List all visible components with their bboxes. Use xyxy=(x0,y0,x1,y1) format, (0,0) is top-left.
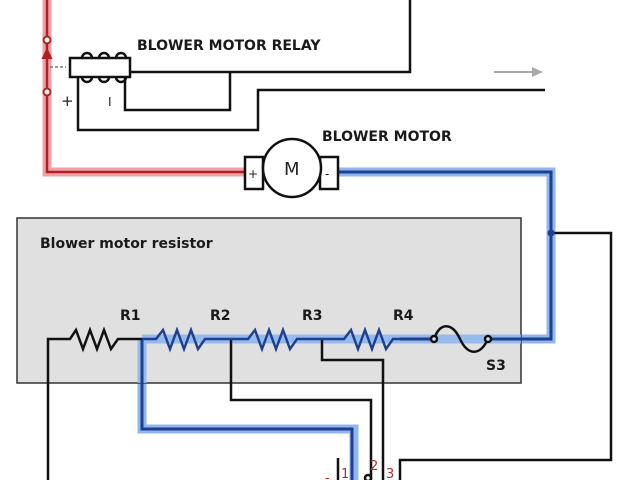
motor-minus: - xyxy=(325,167,329,181)
motor-symbol: M xyxy=(284,159,300,180)
thermal-fuse-s3 xyxy=(429,325,493,353)
blower-motor xyxy=(243,137,340,199)
switch-pin-2: 2 xyxy=(370,459,378,474)
motor-plus: + xyxy=(248,167,258,181)
switch-pin-3: 3 xyxy=(386,467,394,480)
resistor-box-title: Blower motor resistor xyxy=(40,236,213,252)
resistor-r1 xyxy=(64,326,142,353)
motor-label: BLOWER MOTOR xyxy=(322,129,452,145)
relay-plus: + xyxy=(61,92,74,110)
label-r3: R3 xyxy=(302,308,323,324)
wires xyxy=(46,0,613,480)
switch-pin-1: 1 xyxy=(341,467,349,480)
label-s3: S3 xyxy=(486,358,506,374)
resistor-chain xyxy=(64,326,433,353)
relay-coil xyxy=(68,51,132,84)
resistor-box xyxy=(16,217,522,384)
junction-dot xyxy=(547,229,555,237)
switch-minus: - xyxy=(325,471,330,480)
label-r1: R1 xyxy=(120,308,141,324)
label-r2: R2 xyxy=(210,308,231,324)
relay-contacts xyxy=(41,35,53,97)
switch-contacts xyxy=(336,458,373,480)
relay-minus: I xyxy=(108,95,112,109)
resistor-r4 xyxy=(340,326,433,353)
arrow-icon xyxy=(494,67,543,77)
resistor-r3 xyxy=(231,326,340,353)
relay-label: BLOWER MOTOR RELAY xyxy=(137,38,321,54)
label-r4: R4 xyxy=(393,308,414,324)
resistor-r2 xyxy=(142,326,231,353)
